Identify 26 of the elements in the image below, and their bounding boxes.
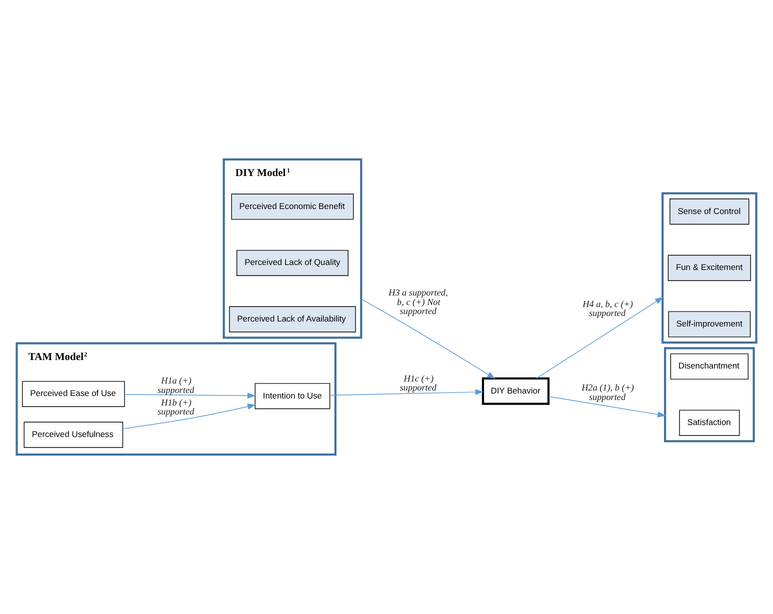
cluster	[664, 347, 755, 442]
arrow	[360, 298, 496, 379]
edge-label: H1c (+) supported	[400, 374, 436, 393]
node-box: Self-improvement	[668, 311, 751, 338]
arrow	[548, 396, 666, 418]
node-box: Perceived Lack of Availability	[229, 306, 356, 332]
node-box: Intention to Use	[254, 383, 330, 410]
node-box: Perceived Ease of Use	[22, 380, 125, 407]
edge-label: H4 a, b, c (+) supported	[582, 298, 633, 318]
node-box: DIY Behavior	[482, 377, 550, 405]
node-box: Perceived Usefulness	[24, 422, 124, 448]
arrow	[124, 392, 256, 399]
edge-label: H1b (+) supported	[158, 398, 194, 417]
arrow	[122, 404, 256, 430]
arrow	[536, 296, 664, 379]
node-box: Perceived Lack of Quality	[236, 250, 348, 276]
arrow	[329, 389, 484, 396]
edge-label: H1a (+) supported	[158, 376, 194, 395]
node-box: Fun & Excitement	[668, 254, 751, 281]
node-box: Perceived Economic Benefit	[231, 194, 354, 220]
cluster	[662, 192, 758, 344]
node-box: Satisfaction	[679, 410, 740, 436]
edge-label: H3 a supported, b, c (+) Not supported	[388, 288, 448, 316]
node-box: Sense of Control	[670, 198, 750, 225]
node-box: Disenchantment	[670, 353, 748, 380]
edge-label: H2a (1), b (+) supported	[582, 382, 634, 402]
